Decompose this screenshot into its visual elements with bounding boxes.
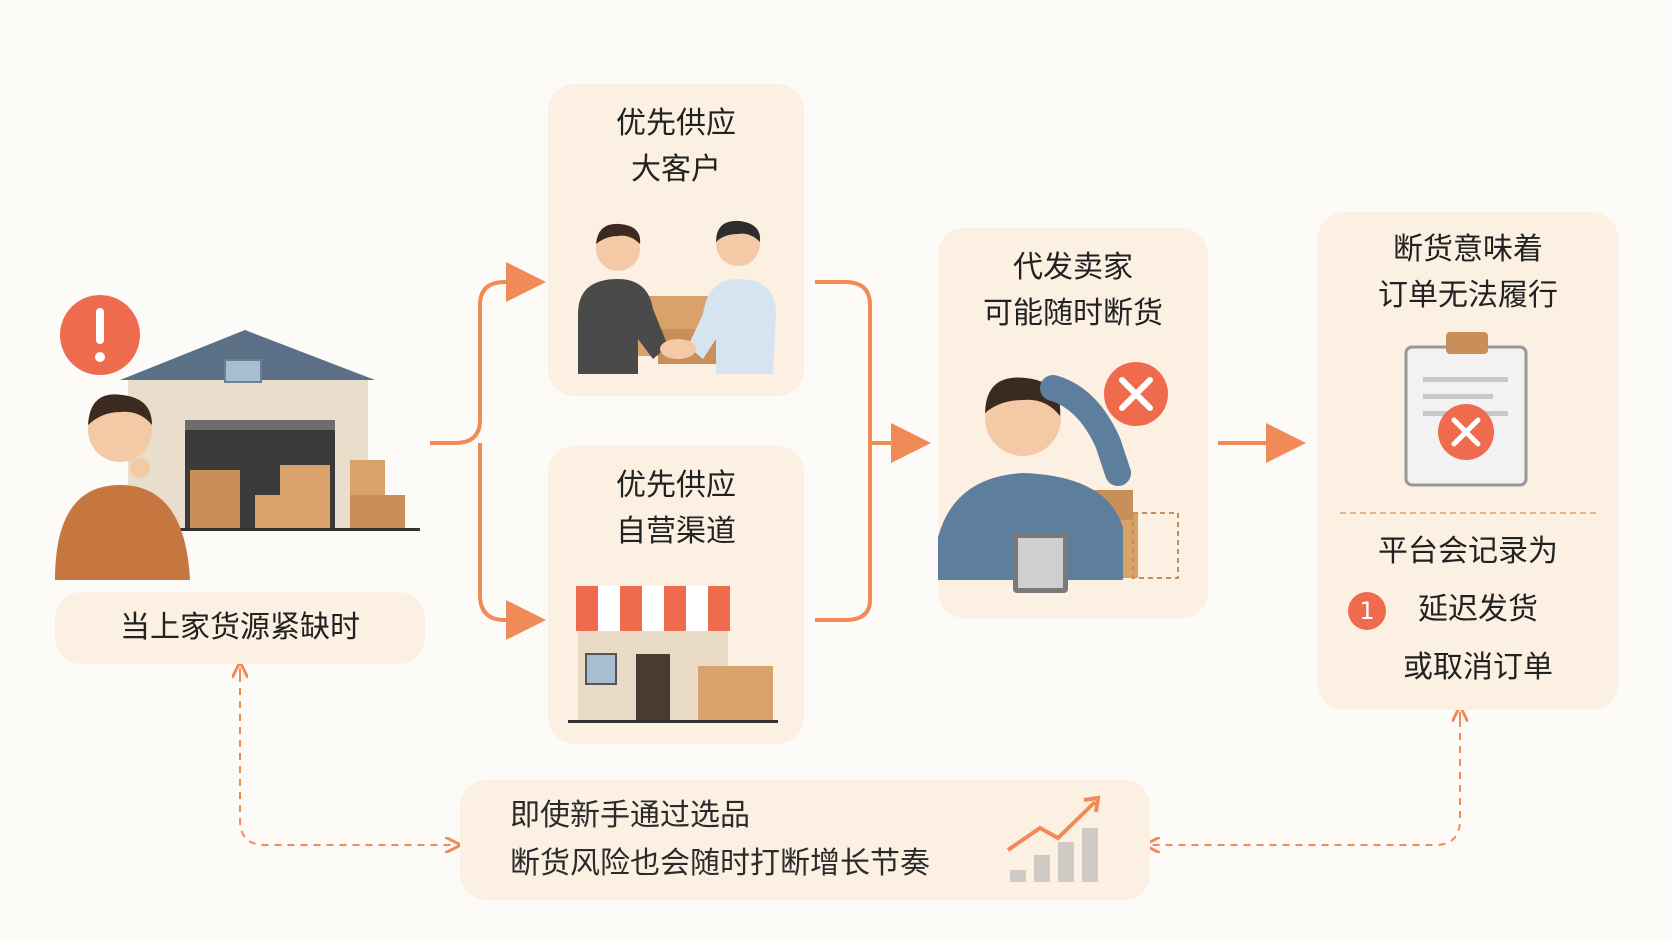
- growth-chart-icon: [1006, 795, 1101, 882]
- feedback-right: [1150, 720, 1461, 845]
- storefront-icon: [568, 586, 778, 723]
- start-illustration: [50, 290, 430, 580]
- result-card: 断货意味着 订单无法履行 平台会记录为 1 延迟发货 或取消订单: [1318, 212, 1618, 710]
- bottom-note-line1: 即使新手通过选品: [510, 798, 750, 833]
- middle-card: 代发卖家 可能随时断货: [938, 228, 1208, 618]
- branch-bottom-card: 优先供应 自营渠道: [548, 446, 804, 744]
- merge-arrow: [815, 280, 872, 622]
- branch-top-card: 优先供应 大客户: [548, 84, 804, 396]
- cancelled-order-icon: [1404, 332, 1528, 487]
- result-sub3: 或取消订单: [1403, 650, 1553, 685]
- stressed-seller-icon: [938, 362, 1179, 593]
- result-line1: 断货意味着: [1393, 232, 1543, 267]
- result-line2: 订单无法履行: [1378, 278, 1558, 313]
- branch-bottom-line2: 自营渠道: [616, 514, 736, 549]
- feedback-left: [239, 675, 455, 845]
- middle-line2: 可能随时断货: [983, 296, 1163, 331]
- divider: [1340, 512, 1596, 514]
- start-card: 当上家货源紧缺时: [55, 592, 425, 664]
- badge-1: 1: [1348, 592, 1386, 630]
- branch-bottom-line1: 优先供应: [616, 468, 736, 503]
- result-sub2: 延迟发货: [1418, 592, 1538, 627]
- branch-top-line1: 优先供应: [616, 106, 736, 141]
- split-arrow: [430, 262, 546, 445]
- warehouse-window: [224, 359, 262, 383]
- bottom-note-line2: 断货风险也会随时打断增长节奏: [510, 846, 930, 881]
- result-sub1: 平台会记录为: [1378, 534, 1558, 569]
- branch-top-line2: 大客户: [631, 152, 721, 187]
- start-label: 当上家货源紧缺时: [120, 610, 360, 645]
- handshake-icon: [578, 220, 776, 374]
- middle-line1: 代发卖家: [1013, 250, 1133, 285]
- bottom-note-card: 即使新手通过选品 断货风险也会随时打断增长节奏: [460, 780, 1150, 900]
